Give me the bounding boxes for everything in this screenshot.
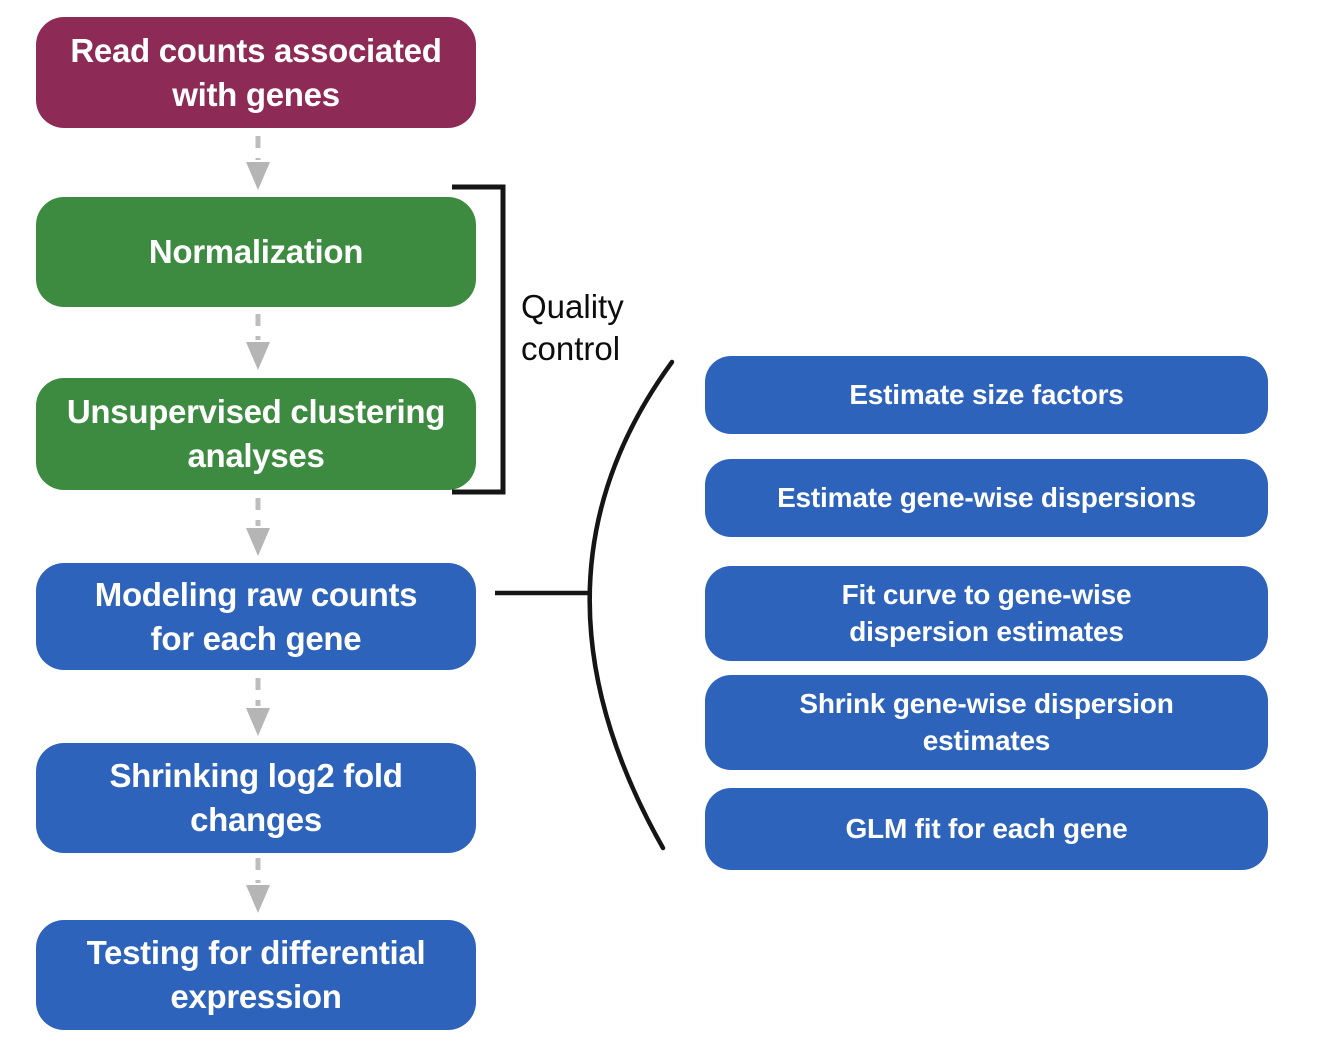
substep-fit-curve: Fit curve to gene-wise dispersion estima… — [705, 566, 1268, 661]
step-unsupervised-clustering-label: Unsupervised clustering analyses — [66, 393, 446, 474]
step-modeling-raw-counts: Modeling raw counts for each gene — [36, 563, 476, 670]
substep-glm-fit: GLM fit for each gene — [705, 788, 1268, 870]
substep-shrink-dispersion-estimates-label: Shrink gene-wise dispersion estimates — [799, 688, 1174, 756]
flow-arrow-2 — [246, 314, 270, 370]
step-shrinking-log2-fold-changes: Shrinking log2 fold changes — [36, 743, 476, 853]
flow-arrow-3 — [246, 498, 270, 556]
flow-arrow-1 — [246, 136, 270, 190]
step-normalization: Normalization — [36, 197, 476, 307]
step-shrinking-log2-fold-changes-label: Shrinking log2 fold changes — [109, 757, 403, 838]
substep-fit-curve-label: Fit curve to gene-wise dispersion estima… — [841, 579, 1132, 647]
step-testing-differential-expression-label: Testing for differential expression — [86, 934, 426, 1015]
flow-arrow-4 — [246, 678, 270, 736]
step-unsupervised-clustering: Unsupervised clustering analyses — [36, 378, 476, 490]
substep-estimate-size-factors: Estimate size factors — [705, 356, 1268, 434]
sub-steps-brace — [587, 359, 675, 851]
flow-arrow-5 — [246, 858, 270, 913]
substep-glm-fit-label: GLM fit for each gene — [845, 812, 1128, 844]
substep-estimate-gene-wise-dispersions-label: Estimate gene-wise dispersions — [777, 481, 1196, 513]
step-read-counts: Read counts associated with genes — [36, 17, 476, 128]
quality-control-label: Quality control — [521, 288, 624, 367]
step-normalization-label: Normalization — [148, 233, 364, 271]
step-testing-differential-expression: Testing for differential expression — [36, 920, 476, 1030]
substep-estimate-gene-wise-dispersions: Estimate gene-wise dispersions — [705, 459, 1268, 537]
substep-shrink-dispersion-estimates: Shrink gene-wise dispersion estimates — [705, 675, 1268, 770]
step-read-counts-label: Read counts associated with genes — [70, 31, 442, 113]
step-modeling-raw-counts-label: Modeling raw counts for each gene — [94, 575, 418, 657]
substep-estimate-size-factors-label: Estimate size factors — [849, 378, 1124, 410]
